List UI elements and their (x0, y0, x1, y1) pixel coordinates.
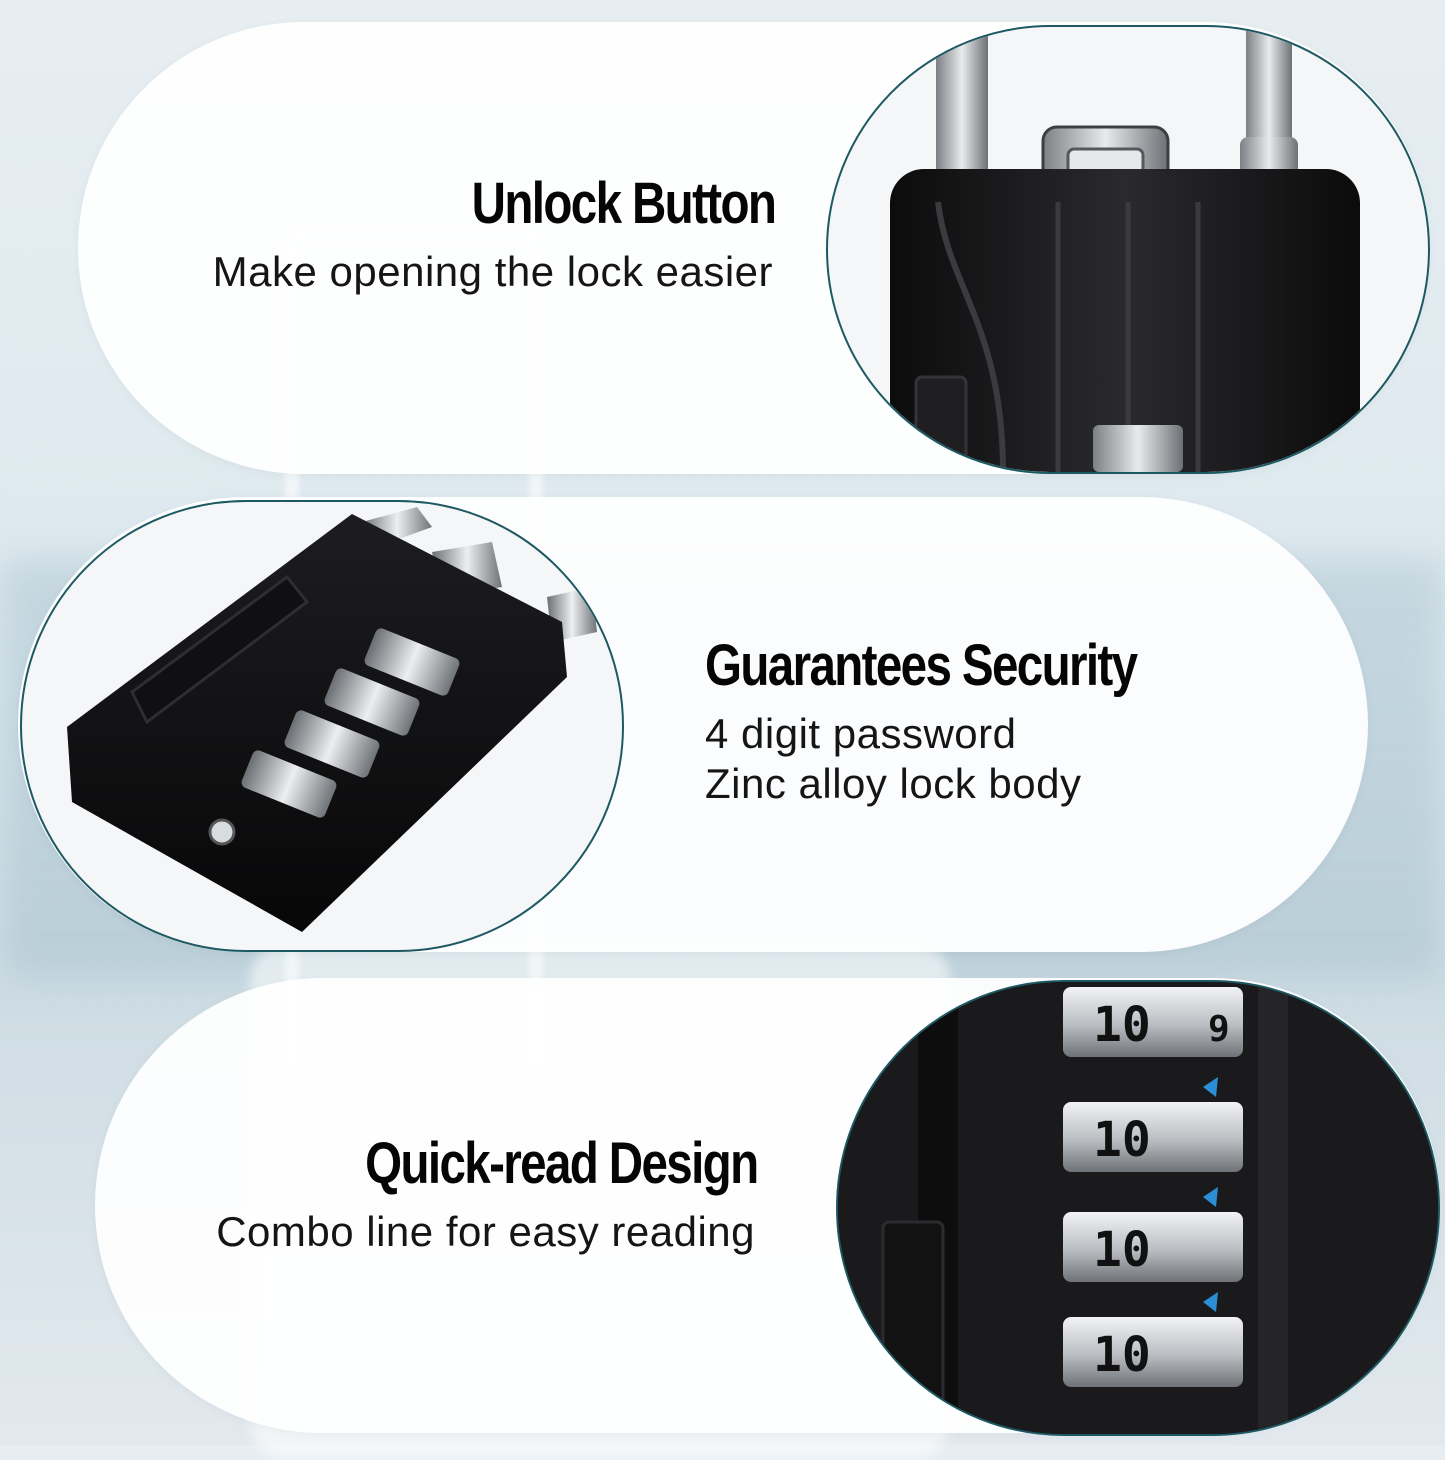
feature-description: Zinc alloy lock body (705, 760, 1082, 807)
dial-digit-partial: 9 (1208, 1009, 1230, 1050)
dial-closeup-illustration: 10 9 10 10 10 (838, 982, 1438, 1434)
lock-angle-illustration (67, 507, 597, 932)
photo-security (20, 500, 624, 952)
dial-group (241, 628, 460, 818)
feature-description: Make opening the lock easier (212, 248, 773, 295)
dial-digits: 10 (1093, 1327, 1151, 1383)
lock-top-illustration (890, 27, 1360, 472)
cable-shackle (1246, 27, 1292, 147)
feature-description: Combo line for easy reading (216, 1208, 755, 1255)
indicator-arrow-icon (1203, 1077, 1218, 1097)
dial-wheel (1063, 1102, 1243, 1172)
dial-digits: 10 (1093, 1112, 1151, 1168)
feature-description: 4 digit password (705, 710, 1017, 757)
feature-title: Unlock Button (471, 171, 776, 236)
keyhole-icon (208, 818, 236, 846)
indicator-arrow-icon (1203, 1292, 1218, 1312)
dial-digits: 10 (1093, 997, 1151, 1053)
dial-wheel (1063, 1317, 1243, 1387)
indicator-arrow-icon (1203, 1187, 1218, 1207)
photo-unlock-button (826, 25, 1430, 474)
dial-wheel (1063, 1212, 1243, 1282)
feature-title: Guarantees Security (705, 633, 1138, 698)
dial-digits: 10 (1093, 1222, 1151, 1278)
feature-title: Quick-read Design (364, 1131, 759, 1196)
photo-quick-read: 10 9 10 10 10 (836, 980, 1440, 1436)
lock-body (890, 169, 1360, 472)
dial-wheel (1063, 987, 1243, 1057)
combination-dials: 10 9 10 10 10 (1063, 987, 1243, 1387)
